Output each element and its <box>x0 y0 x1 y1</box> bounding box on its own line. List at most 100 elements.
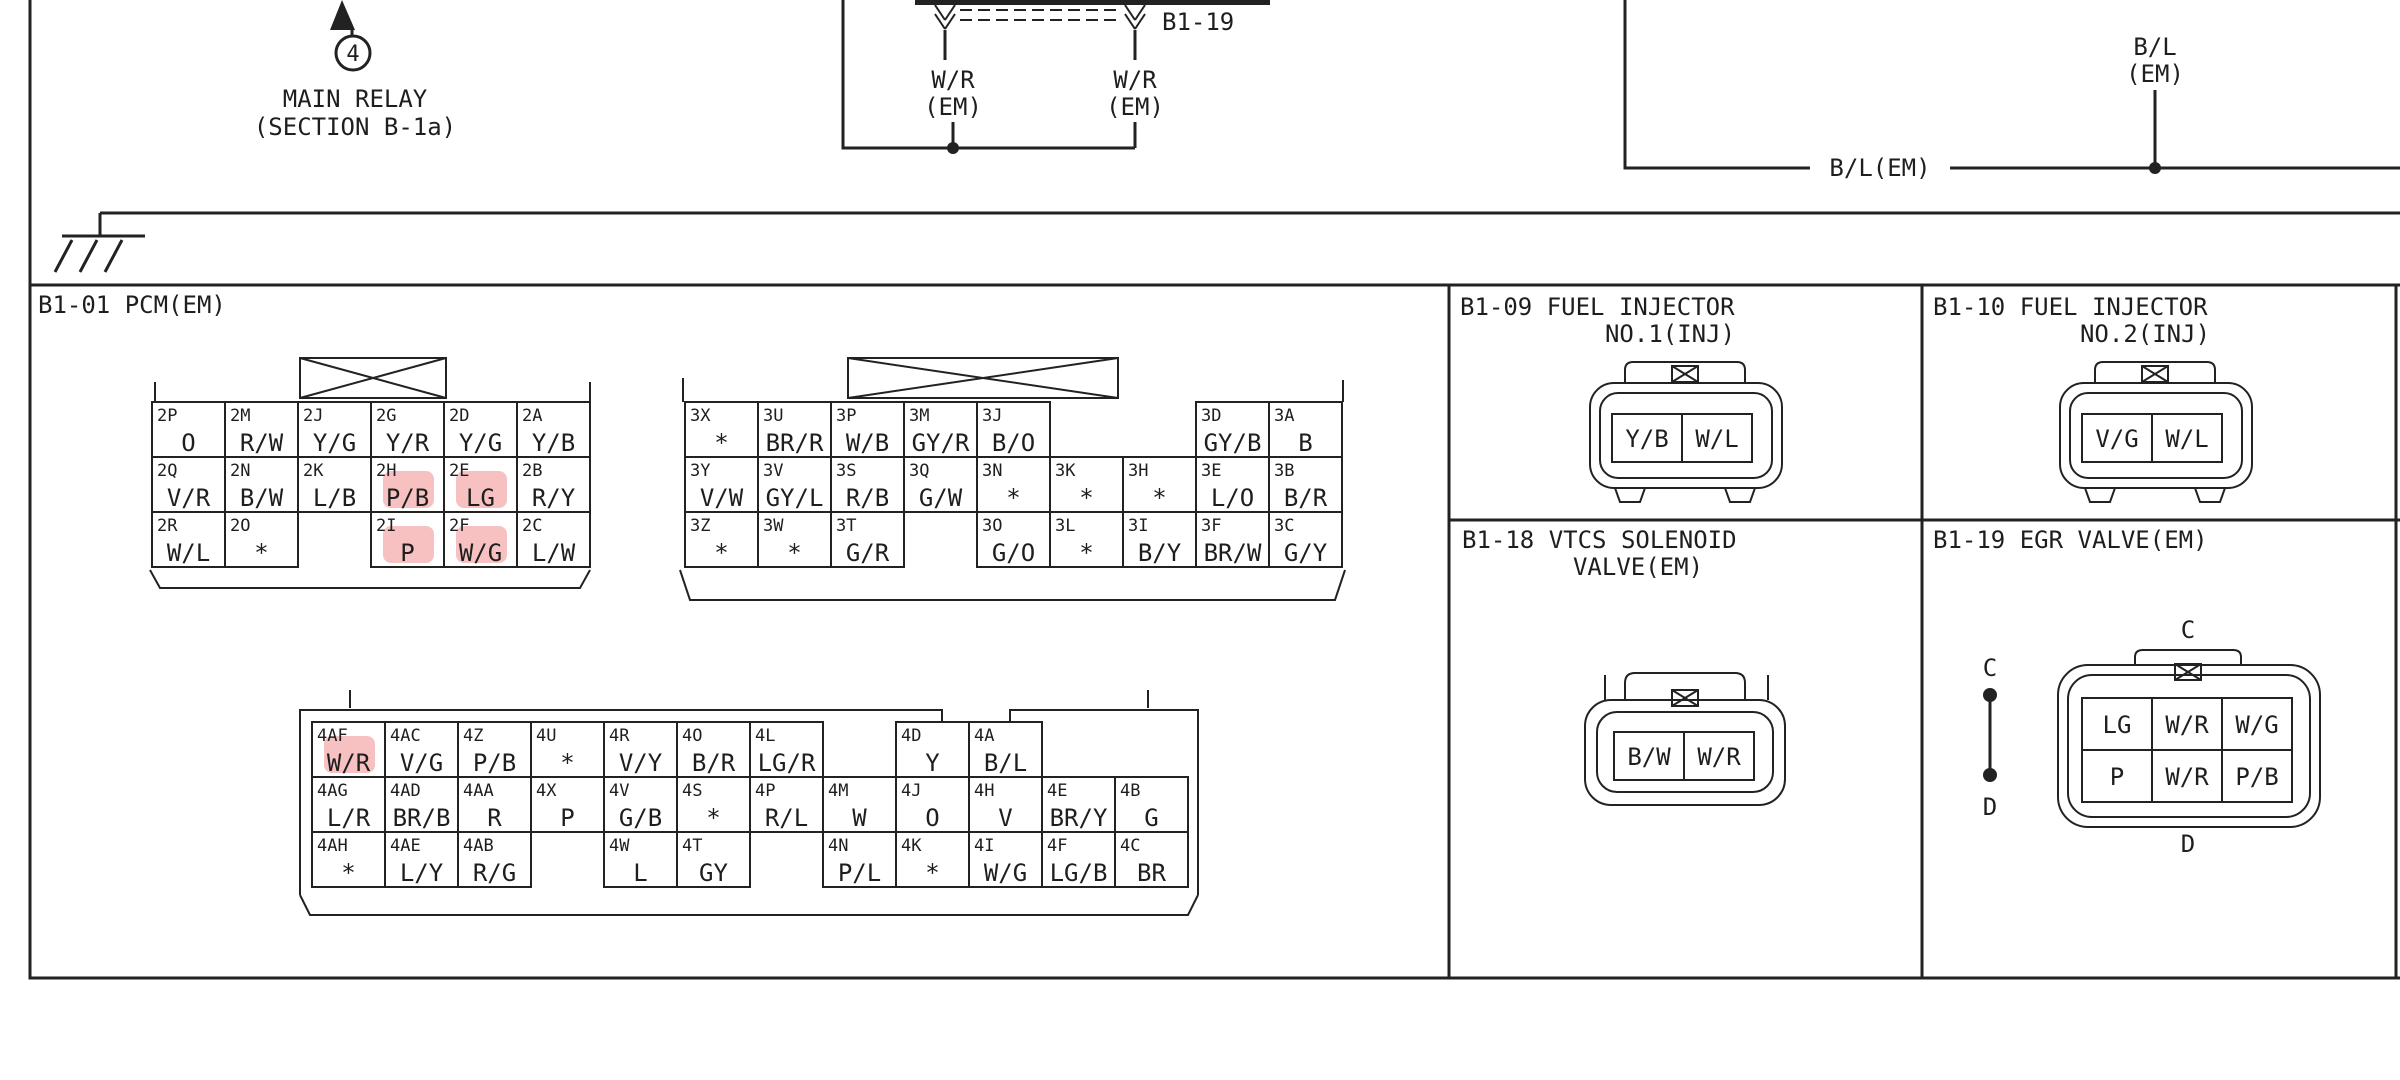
pin-id: 4F <box>1047 836 1067 856</box>
pin-cell <box>224 401 299 458</box>
pin-cell <box>684 456 759 513</box>
pin-wire-color: B/R <box>1284 484 1328 512</box>
vtcs-subtitle: VALVE(EM) <box>1573 553 1703 581</box>
pin-cell <box>830 456 905 513</box>
wire-a-label: W/R <box>931 66 975 94</box>
main-relay-reference: 4 MAIN RELAY (SECTION B-1a) <box>254 0 456 141</box>
pin-id: 4X <box>536 781 557 801</box>
pin-id: 4K <box>901 836 922 856</box>
pin-cell <box>976 401 1051 458</box>
pin-wire-color: R/Y <box>532 484 576 512</box>
pin-id: 3S <box>836 461 856 481</box>
pin-wire-color: GY/R <box>912 429 970 457</box>
pin-id: 3U <box>763 406 783 426</box>
pin-wire-color: B/R <box>692 749 736 777</box>
pin-wire-color: GY/B <box>1204 429 1262 457</box>
pin-cell <box>676 776 751 833</box>
pin-wire-color: * <box>714 539 728 567</box>
inj1-title: B1-09 FUEL INJECTOR <box>1460 293 1735 321</box>
inj1-pin-2: W/L <box>1695 425 1738 453</box>
pin-wire-color: W/L <box>167 539 210 567</box>
pin-id: 3T <box>836 516 856 536</box>
pcm-connector-2: 2PO2MR/W2JY/G2GY/R2DY/G2AY/B2QV/R2NB/W2K… <box>151 401 591 568</box>
pin-cell <box>830 511 905 568</box>
pin-wire-color: R/L <box>765 804 808 832</box>
pin-id: 2N <box>230 461 250 481</box>
pin-id: 3J <box>982 406 1002 426</box>
pcm-connector-3-shell <box>679 357 1346 601</box>
pin-cell <box>530 721 605 778</box>
egr-label-d: D <box>2181 830 2195 858</box>
pcm-panel-title: B1-01 PCM(EM) <box>38 291 226 319</box>
inj1-connector: Y/B W/L <box>1589 361 1783 503</box>
pin-cell <box>151 401 226 458</box>
pin-cell <box>224 456 299 513</box>
pin-wire-color: Y/G <box>459 429 502 457</box>
egr-legend: C D <box>1983 654 1997 821</box>
pin-wire-color: GY/L <box>766 484 824 512</box>
pcm-connector-3: 3X*3UBR/R3PW/B3MGY/R3JB/O3DGY/B3AB3YV/W3… <box>684 401 1343 568</box>
pin-highlight <box>383 471 434 508</box>
pin-wire-color: P/B <box>386 484 429 512</box>
pin-wire-color: P <box>560 804 574 832</box>
bl-wire-group: B/L(EM) B/L (EM) <box>1623 0 2400 182</box>
pin-id: 4T <box>682 836 702 856</box>
pin-cell <box>1049 511 1124 568</box>
pin-wire-color: R/G <box>473 859 516 887</box>
egr-label-c: C <box>2181 616 2195 644</box>
pin-highlight <box>456 526 507 563</box>
egr-pin-bottom-2: W/R <box>2165 763 2209 791</box>
pin-id: 4D <box>901 726 921 746</box>
pin-id: 2G <box>376 406 396 426</box>
pin-wire-color: R <box>487 804 502 832</box>
pin-wire-color: W/B <box>846 429 889 457</box>
pin-cell <box>603 776 678 833</box>
pin-wire-color: * <box>1079 539 1093 567</box>
ground-icon <box>53 234 145 273</box>
inj2-connector: V/G W/L <box>2059 361 2253 503</box>
pin-cell <box>757 456 832 513</box>
pin-wire-color: * <box>341 859 355 887</box>
pin-wire-color: G/R <box>846 539 890 567</box>
pin-id: 4B <box>1120 781 1140 801</box>
pin-wire-color: G/Y <box>1284 539 1328 567</box>
pin-id: 4N <box>828 836 848 856</box>
pin-wire-color: Y <box>925 749 940 777</box>
pin-cell <box>1041 831 1116 888</box>
pin-id: 4O <box>682 726 702 746</box>
pin-wire-color: W <box>852 804 867 832</box>
bl-vertical-label: B/L <box>2133 33 2176 61</box>
pin-cell <box>1268 456 1343 513</box>
wire-a-sub: (EM) <box>924 93 982 121</box>
pin-cell <box>1041 776 1116 833</box>
inj2-title: B1-10 FUEL INJECTOR <box>1933 293 2208 321</box>
pin-id: 4AE <box>390 836 421 856</box>
pin-cell <box>516 456 591 513</box>
pin-wire-color: BR/B <box>393 804 451 832</box>
pin-cell <box>903 401 978 458</box>
pin-wire-color: Y/G <box>313 429 356 457</box>
pin-wire-color: BR/R <box>766 429 824 457</box>
pin-id: 4A <box>974 726 994 746</box>
pin-cell <box>895 721 970 778</box>
pin-id: 2I <box>376 516 396 536</box>
pcm-connector-2-shell <box>149 357 591 589</box>
pin-id: 4R <box>609 726 630 746</box>
pin-id: 4AC <box>390 726 421 746</box>
pin-wire-color: * <box>714 429 728 457</box>
pin-wire-color: * <box>706 804 720 832</box>
pin-id: 4Z <box>463 726 483 746</box>
pin-id: 4U <box>536 726 556 746</box>
pin-wire-color: O <box>925 804 939 832</box>
egr-connector-ref: B1-19 <box>1162 8 1234 36</box>
pin-cell <box>384 776 459 833</box>
pin-id: 3Z <box>690 516 710 536</box>
pin-cell <box>384 831 459 888</box>
pin-id: 3H <box>1128 461 1148 481</box>
pin-id: 3V <box>763 461 783 481</box>
arrow-up-icon <box>330 0 355 30</box>
pin-id: 4AF <box>317 726 348 746</box>
pin-id: 3I <box>1128 516 1148 536</box>
pin-wire-color: R/B <box>846 484 889 512</box>
